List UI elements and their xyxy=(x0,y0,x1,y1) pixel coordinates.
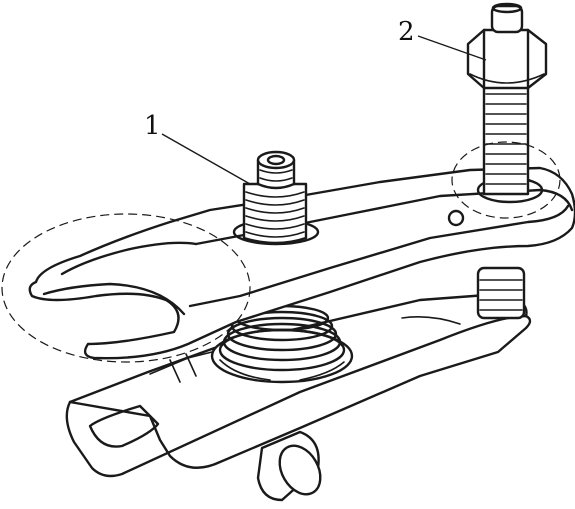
fork-detail-circle xyxy=(1,213,251,363)
leader-line-2 xyxy=(417,35,487,61)
callout-label-2: 2 xyxy=(398,17,415,47)
pivot-rod xyxy=(256,430,322,502)
spring-coil xyxy=(210,304,354,384)
rear-post xyxy=(476,266,526,320)
upper-arm xyxy=(28,166,575,360)
threaded-bolt-2 xyxy=(466,2,548,196)
leader-line-1 xyxy=(161,133,251,185)
threaded-stud-1 xyxy=(242,150,308,245)
bolt-detail-circle xyxy=(451,141,561,219)
callout-label-1: 1 xyxy=(144,111,161,141)
